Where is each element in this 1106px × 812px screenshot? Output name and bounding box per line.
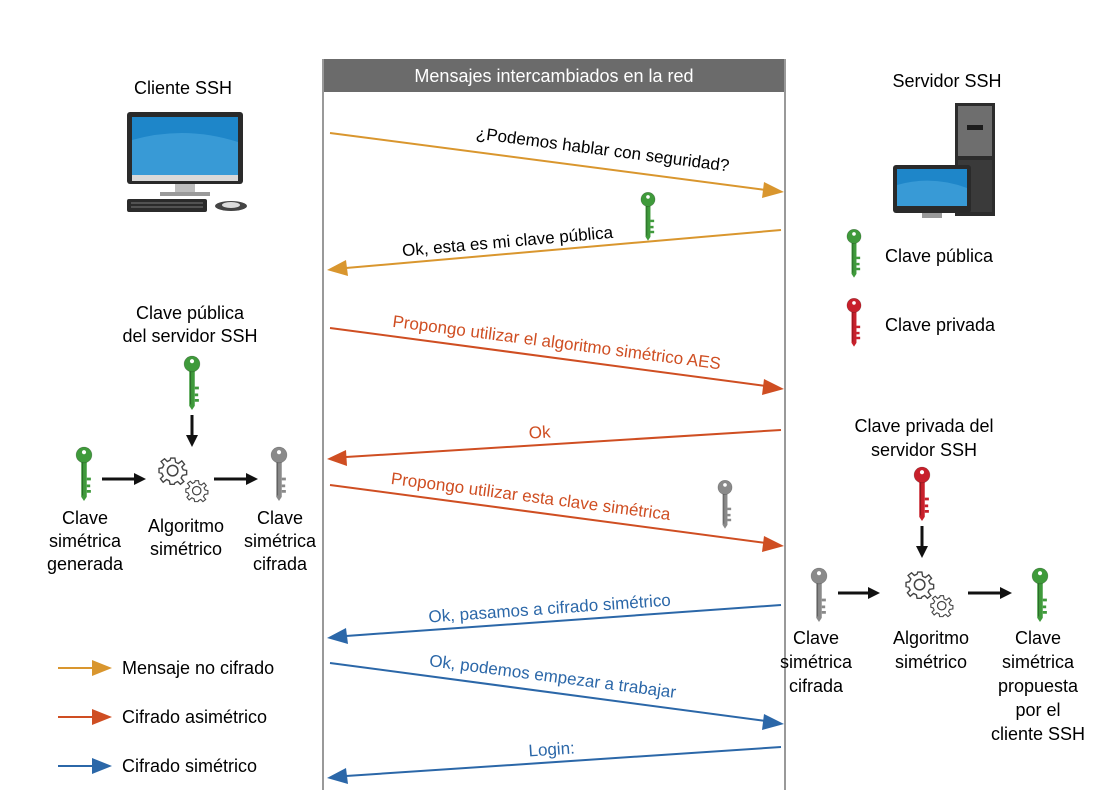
client-algo-line2: simétrico [150,539,222,559]
client-key-title-line1: Clave pública [136,303,245,323]
red-key-icon [846,297,862,348]
server-output-line5: cliente SSH [991,724,1085,744]
legend-asym-label: Cifrado asimétrico [122,707,267,727]
client-input-line2: simétrica [49,531,122,551]
server-input-line1: Clave [793,628,839,648]
message-5-text: Propongo utilizar esta clave simétrica [390,469,672,524]
public-key-label: Clave pública [885,246,994,266]
server-output-line1: Clave [1015,628,1061,648]
message-8: Login: [327,738,782,784]
client-flow: Clave pública del servidor SSH Clave sim… [47,303,317,574]
message-7: Ok, podemos empezar a trabajar [329,651,784,730]
legend-item-plain: Mensaje no cifrado [58,658,274,678]
message-7-text: Ok, podemos empezar a trabajar [428,651,677,702]
server-key-title-line2: servidor SSH [871,440,977,460]
server-flow: Clave privada del servidor SSH Clave sim… [780,416,1085,744]
client-output-line2: simétrica [244,531,317,551]
server-input-line2: simétrica [780,652,853,672]
gray-key-icon [717,479,733,530]
server-title: Servidor SSH [892,71,1001,91]
server-algo-line1: Algoritmo [893,628,969,648]
public-key-legend: Clave pública [846,228,994,279]
down-arrow-icon [186,415,198,447]
green-key-icon [846,228,862,279]
right-arrow-icon [214,473,258,485]
client-input-line3: generada [47,554,124,574]
gray-key-icon [270,446,288,501]
message-2: Ok, esta es mi clave pública [327,191,782,276]
desktop-computer-icon [127,112,247,212]
right-arrow-icon [838,587,880,599]
gears-icon [905,571,954,618]
client-key-title-line2: del servidor SSH [122,326,257,346]
client-input-line1: Clave [62,508,108,528]
legend-sym-label: Cifrado simétrico [122,756,257,776]
server-algo-line2: simétrico [895,652,967,672]
gray-key-icon [810,567,828,622]
red-key-icon [913,466,931,521]
client-output-line1: Clave [257,508,303,528]
channel-title: Mensajes intercambiados en la red [414,66,693,86]
green-key-icon [640,191,656,242]
messages: ¿Podemos hablar con seguridad? Ok, esta … [327,124,784,784]
server-computer-icon [893,103,995,218]
gears-icon [158,457,209,503]
message-1-text: ¿Podemos hablar con seguridad? [475,124,730,176]
right-arrow-icon [968,587,1012,599]
server-input-line3: cifrada [789,676,844,696]
private-key-label: Clave privada [885,315,996,335]
legend-item-sym: Cifrado simétrico [58,756,257,776]
message-5: Propongo utilizar esta clave simétrica [329,469,784,552]
right-arrow-icon [102,473,146,485]
network-channel: Mensajes intercambiados en la red [322,59,786,790]
message-8-text: Login: [528,738,575,760]
server-key-title-line1: Clave privada del [854,416,993,436]
green-key-icon [183,355,201,410]
server-output-line4: por el [1015,700,1060,720]
channel-header [322,59,786,92]
message-3: Propongo utilizar el algoritmo simétrico… [329,312,784,395]
green-key-icon [1031,567,1049,622]
server-output-line3: propuesta [998,676,1079,696]
server-output-line2: simétrica [1002,652,1075,672]
message-4: Ok [327,422,782,466]
legend: Mensaje no cifrado Cifrado asimétrico Ci… [58,658,274,776]
message-1: ¿Podemos hablar con seguridad? [329,124,784,198]
message-4-text: Ok [528,422,551,442]
down-arrow-icon [916,526,928,558]
client-title: Cliente SSH [134,78,232,98]
client-algo-line1: Algoritmo [148,516,224,536]
server-panel: Servidor SSH Clave pública Clave privada [846,71,1002,348]
client-panel: Cliente SSH [127,78,247,212]
message-6: Ok, pasamos a cifrado simétrico [327,591,782,644]
client-output-line3: cifrada [253,554,308,574]
private-key-legend: Clave privada [846,297,996,348]
green-key-icon [75,446,93,501]
legend-plain-label: Mensaje no cifrado [122,658,274,678]
legend-item-asym: Cifrado asimétrico [58,707,267,727]
